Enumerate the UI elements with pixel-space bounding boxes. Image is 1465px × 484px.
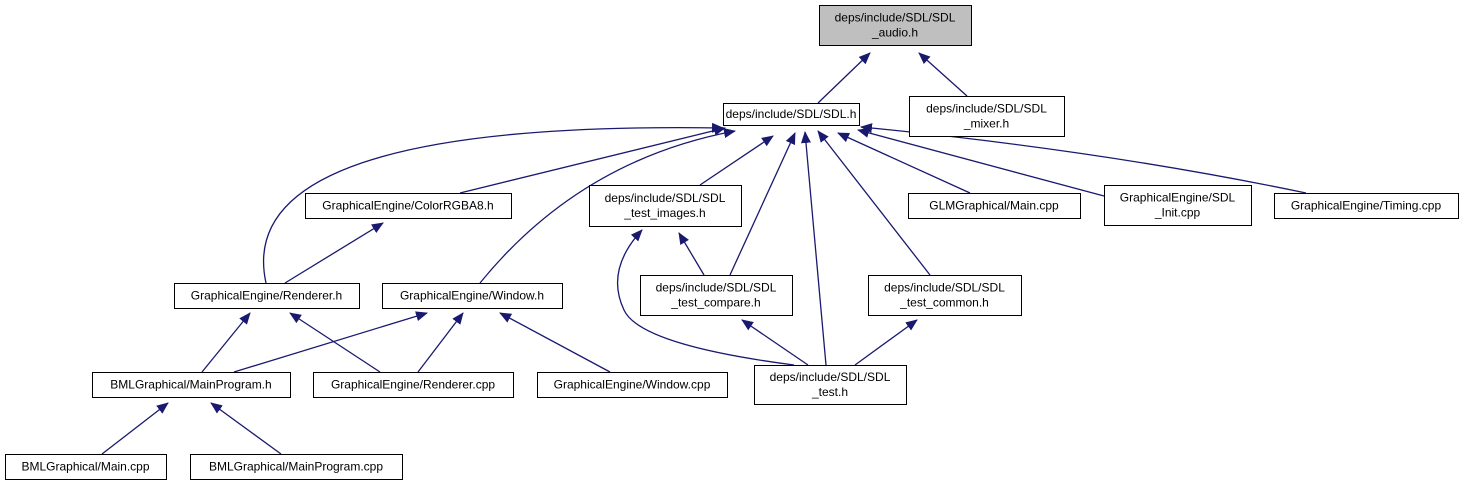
edge-renderer-to-color: [284, 222, 384, 284]
node-mainprogcpp[interactable]: BMLGraphical/MainProgram.cpp: [190, 454, 403, 480]
node-label: deps/include/SDL/SDL: [770, 370, 891, 384]
node-box: [92, 372, 291, 398]
edge-timages-to-sdl: [699, 135, 774, 186]
node-rendcpp[interactable]: GraphicalEngine/Renderer.cpp: [313, 372, 514, 398]
node-box: [589, 185, 742, 227]
edge-ttest-to-tcommon: [854, 319, 918, 366]
node-label: GraphicalEngine/SDL: [1120, 191, 1236, 205]
node-glmmain[interactable]: GLMGraphical/Main.cpp: [908, 193, 1081, 219]
node-box: [754, 365, 907, 405]
node-label: GraphicalEngine/Renderer.cpp: [331, 378, 495, 392]
node-audio[interactable]: deps/include/SDL/SDL_audio.h: [819, 5, 972, 46]
node-label: deps/include/SDL/SDL: [605, 191, 726, 205]
node-label: deps/include/SDL/SDL: [926, 102, 1047, 116]
node-label: deps/include/SDL/SDL: [656, 281, 777, 295]
edge-renderer-to-sdl: [262, 122, 724, 284]
node-mixer[interactable]: deps/include/SDL/SDL_mixer.h: [909, 96, 1065, 137]
node-label: BMLGraphical/Main.cpp: [21, 460, 149, 474]
edge-tcompare-to-timages: [678, 232, 705, 276]
node-color[interactable]: GraphicalEngine/ColorRGBA8.h: [305, 193, 512, 219]
node-label: GraphicalEngine/Window.cpp: [554, 378, 711, 392]
node-label: _test_common.h: [899, 296, 989, 310]
edge-glmmain-to-sdl: [837, 132, 971, 194]
node-box: [1274, 193, 1459, 219]
node-label: deps/include/SDL/SDL: [884, 281, 1005, 295]
node-box: [190, 454, 403, 480]
node-mainprog[interactable]: BMLGraphical/MainProgram.h: [92, 372, 291, 398]
edge-mainprogcpp-to-mainprog: [210, 402, 282, 455]
nodes-layer: deps/include/SDL/SDL_audio.hdeps/include…: [5, 5, 1459, 480]
node-renderer[interactable]: GraphicalEngine/Renderer.h: [174, 283, 360, 309]
node-box: [819, 5, 972, 46]
node-label: deps/include/SDL/SDL.h: [726, 107, 857, 121]
node-tcompare[interactable]: deps/include/SDL/SDL_test_compare.h: [640, 275, 793, 316]
edge-tcommon-to-sdl: [817, 130, 931, 276]
node-label: GraphicalEngine/ColorRGBA8.h: [322, 199, 493, 213]
edge-mixer-to-audio: [918, 52, 968, 97]
edge-bmlmain-to-mainprog: [101, 402, 169, 455]
node-box: [1104, 185, 1252, 226]
node-label: _test_images.h: [623, 206, 705, 220]
node-label: GraphicalEngine/Renderer.h: [191, 289, 342, 303]
node-label: _audio.h: [871, 26, 918, 40]
node-label: GraphicalEngine/Timing.cpp: [1291, 199, 1442, 213]
node-window[interactable]: GraphicalEngine/Window.h: [382, 283, 563, 309]
node-box: [909, 96, 1065, 137]
edges-layer: [101, 52, 1307, 455]
node-label: BMLGraphical/MainProgram.cpp: [209, 460, 383, 474]
edge-ttest-to-tcompare: [741, 319, 809, 366]
node-wincpp[interactable]: GraphicalEngine/Window.cpp: [537, 372, 728, 398]
node-tcommon[interactable]: deps/include/SDL/SDL_test_common.h: [868, 275, 1022, 316]
edge-mainprog-to-renderer: [201, 312, 251, 373]
edge-mainprog-to-window: [233, 311, 428, 373]
node-box: [305, 193, 512, 219]
node-label: _mixer.h: [963, 117, 1009, 131]
edge-color-to-sdl: [459, 125, 726, 194]
node-label: GLMGraphical/Main.cpp: [929, 199, 1059, 213]
edge-ttest-to-timages: [616, 229, 795, 366]
node-box: [5, 454, 167, 480]
node-sdl[interactable]: deps/include/SDL/SDL.h: [723, 103, 860, 126]
node-box: [723, 103, 860, 126]
edge-wincpp-to-window: [499, 312, 611, 373]
node-ttest[interactable]: deps/include/SDL/SDL_test.h: [754, 365, 907, 405]
node-timing[interactable]: GraphicalEngine/Timing.cpp: [1274, 193, 1459, 219]
node-box: [640, 275, 793, 316]
node-timages[interactable]: deps/include/SDL/SDL_test_images.h: [589, 185, 742, 227]
edge-ttest-to-sdl: [801, 131, 827, 366]
node-label: _Init.cpp: [1154, 206, 1201, 220]
edge-window-to-sdl: [479, 128, 736, 284]
node-bmlmain[interactable]: BMLGraphical/Main.cpp: [5, 454, 167, 480]
node-label: _test.h: [811, 385, 848, 399]
node-box: [868, 275, 1022, 316]
edge-rendcpp-to-window: [417, 312, 464, 373]
node-label: _test_compare.h: [670, 296, 760, 310]
node-box: [382, 283, 563, 309]
edge-sdl-to-audio: [817, 52, 871, 104]
node-box: [537, 372, 728, 398]
node-label: deps/include/SDL/SDL: [835, 11, 956, 25]
node-box: [908, 193, 1081, 219]
node-label: BMLGraphical/MainProgram.h: [110, 378, 271, 392]
edge-tcompare-to-sdl: [729, 132, 796, 276]
edge-rendcpp-to-renderer: [289, 312, 381, 373]
node-box: [313, 372, 514, 398]
edge-sdlinit-to-sdl: [857, 128, 1105, 197]
node-sdlinit[interactable]: GraphicalEngine/SDL_Init.cpp: [1104, 185, 1252, 226]
node-box: [174, 283, 360, 309]
node-label: GraphicalEngine/Window.h: [400, 289, 544, 303]
